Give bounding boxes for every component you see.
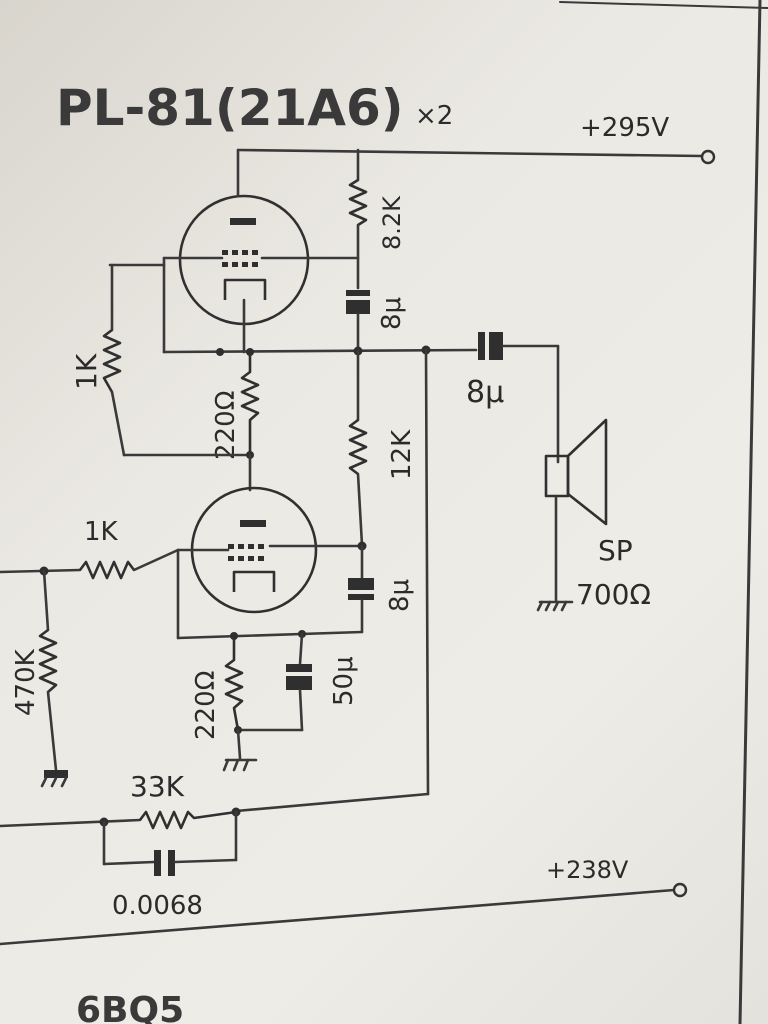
title-tube: PL-81(21A6) <box>56 79 404 137</box>
resistor-33k <box>138 810 237 830</box>
capacitor-50u <box>286 664 312 672</box>
page-border-right <box>738 0 762 1024</box>
capacitor-00068 <box>154 850 161 876</box>
resistor-1k-input <box>78 560 136 580</box>
label-470k: 470K <box>11 648 41 716</box>
label-1k-upper: 1K <box>70 353 103 390</box>
label-1k-input: 1K <box>84 517 119 547</box>
label-8k2: 8.2K <box>378 195 406 250</box>
supply-295v-terminal <box>700 149 716 165</box>
title-multiplier: ×2 <box>415 101 453 131</box>
footer-tube: 6BQ5 <box>76 990 184 1024</box>
label-220-lower: 220Ω <box>191 671 221 741</box>
ground-cathode <box>222 758 258 772</box>
resistor-220-upper <box>240 352 260 455</box>
label-8u-mid: 8μ <box>385 579 415 612</box>
supply-238v-rail <box>0 888 676 946</box>
label-00068: 0.0068 <box>112 891 203 921</box>
supply-295v-label: +295V <box>580 113 669 143</box>
label-50u: 50μ <box>329 656 359 706</box>
tube-upper <box>162 194 310 326</box>
label-8u-output: 8μ <box>466 375 504 410</box>
resistor-1k-upper <box>102 328 122 393</box>
capacitor-8u-mid <box>348 578 374 590</box>
ground-470k <box>40 770 68 788</box>
supply-238v-terminal <box>672 882 688 898</box>
page-top-line <box>559 1 768 9</box>
speaker-cone <box>566 418 608 526</box>
label-speaker: SP <box>598 534 633 567</box>
wire-feedback <box>424 348 430 796</box>
supply-295v-rail <box>236 148 704 158</box>
label-220-upper: 220Ω <box>211 391 241 461</box>
resistor-12k <box>348 418 368 476</box>
supply-238v-label: +238V <box>546 856 629 884</box>
resistor-470k <box>38 628 58 693</box>
label-33k: 33K <box>130 770 185 803</box>
capacitor-8u-upper <box>346 290 370 296</box>
label-speaker-impedance: 700Ω <box>576 578 651 611</box>
label-12k: 12K <box>387 429 417 480</box>
ground-speaker <box>536 600 574 612</box>
resistor-8k2 <box>348 178 368 227</box>
resistor-220-lower <box>224 636 244 731</box>
label-8u-upper: 8μ <box>377 297 407 330</box>
capacitor-8u-output <box>478 332 485 360</box>
